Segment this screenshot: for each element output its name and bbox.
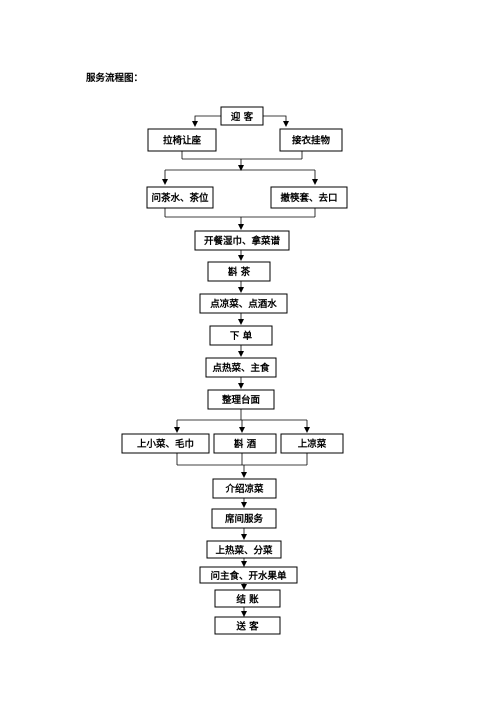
step-pour-wine-label: 斟 酒 xyxy=(234,438,257,450)
step-towel-menu: 开餐湿巾、拿菜谱 xyxy=(194,230,290,251)
step-pour-tea-label: 斟 茶 xyxy=(228,266,251,278)
step-order-cold: 点凉菜、点酒水 xyxy=(199,293,288,314)
step-intro-cold: 介绍凉菜 xyxy=(212,478,277,499)
step-table-service-label: 席间服务 xyxy=(225,513,264,525)
step-welcome: 迎 客 xyxy=(220,106,264,126)
step-take-coat-label: 接衣挂物 xyxy=(292,135,331,147)
step-towel-menu-label: 开餐湿巾、拿菜谱 xyxy=(204,235,281,247)
step-serve-cold-label: 上凉菜 xyxy=(298,438,327,450)
step-checkout-label: 结 账 xyxy=(235,594,259,606)
step-checkout: 结 账 xyxy=(214,589,281,608)
arrow-welcome-to-take-coat xyxy=(263,115,289,127)
step-see-off: 送 客 xyxy=(214,616,281,635)
step-take-coat: 接衣挂物 xyxy=(279,128,343,152)
step-order-hot-label: 点热菜、主食 xyxy=(212,362,270,374)
step-pour-tea: 斟 茶 xyxy=(207,261,271,282)
step-ask-staple: 问主食、开水果单 xyxy=(199,566,298,584)
step-order-cold-label: 点凉菜、点酒水 xyxy=(210,298,277,310)
step-pull-chair-label: 拉椅让座 xyxy=(163,135,202,147)
step-order-hot: 点热菜、主食 xyxy=(205,357,277,378)
step-ask-tea: 问茶水、茶位 xyxy=(146,186,214,209)
step-ask-staple-label: 问主食、开水果单 xyxy=(210,570,287,582)
step-tidy-table: 整理台面 xyxy=(207,389,275,410)
step-ask-tea-label: 问茶水、茶位 xyxy=(151,192,209,204)
step-remove-cover-label: 撤筷套、去口 xyxy=(280,192,337,204)
connectors xyxy=(162,115,318,617)
step-see-off-label: 送 客 xyxy=(235,621,259,633)
step-place-order-label: 下 单 xyxy=(230,330,253,342)
step-serve-hot: 上热菜、分菜 xyxy=(206,540,282,559)
step-serve-snacks: 上小菜、毛巾 xyxy=(121,433,210,454)
step-pull-chair: 拉椅让座 xyxy=(147,128,217,152)
page-title: 服务流程图： xyxy=(86,73,144,84)
step-place-order: 下 单 xyxy=(209,325,273,346)
step-pour-wine: 斟 酒 xyxy=(213,433,277,454)
step-intro-cold-label: 介绍凉菜 xyxy=(224,483,264,495)
arrow-welcome-to-pull-chair xyxy=(192,115,221,127)
step-serve-snacks-label: 上小菜、毛巾 xyxy=(137,438,194,450)
step-welcome-label: 迎 客 xyxy=(231,111,254,123)
step-tidy-table-label: 整理台面 xyxy=(221,394,261,406)
step-table-service: 席间服务 xyxy=(211,508,277,529)
step-serve-hot-label: 上热菜、分菜 xyxy=(215,545,273,557)
step-remove-cover: 撤筷套、去口 xyxy=(270,186,348,209)
step-serve-cold: 上凉菜 xyxy=(280,433,344,454)
